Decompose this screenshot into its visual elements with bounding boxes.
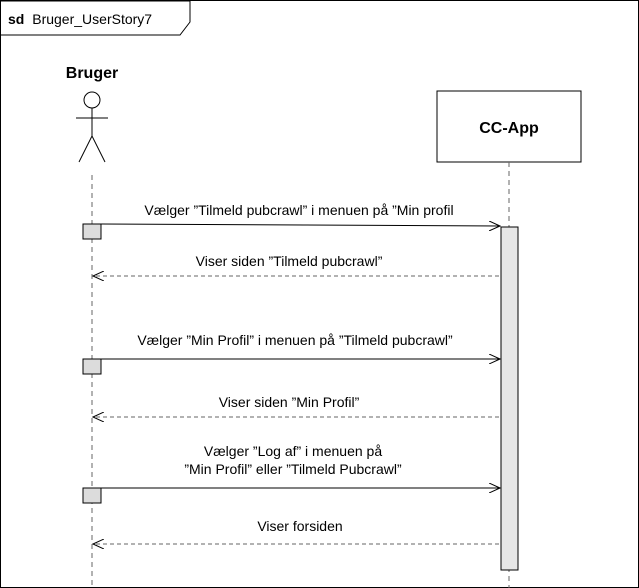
message-4: Viser siden ”Min Profil”	[93, 394, 499, 417]
actor-lifeline: Bruger	[66, 65, 118, 588]
actor-activation-1	[82, 223, 102, 240]
system-lifeline: CC-App	[436, 90, 582, 588]
actor-activation-3	[82, 487, 102, 504]
frame-name: Bruger_UserStory7	[32, 11, 152, 27]
message-label: Vælger ”Tilmeld pubcrawl” i menuen på ”M…	[144, 202, 453, 218]
message-label-line-2: ”Min Profil” eller ”Tilmeld Pubcrawl”	[184, 461, 402, 477]
message-3: Vælger ”Min Profil” i menuen på ”Tilmeld…	[101, 332, 500, 359]
message-label: Vælger ”Min Profil” i menuen på ”Tilmeld…	[137, 332, 453, 348]
frame-keyword: sd	[8, 11, 24, 27]
actor-label: Bruger	[66, 65, 118, 82]
message-6: Viser forsiden	[93, 518, 499, 544]
message-label: Viser forsiden	[257, 518, 342, 534]
message-label-line-1: Vælger ”Log af” i menuen på	[204, 443, 382, 459]
message-label: Viser siden ”Min Profil”	[219, 394, 360, 410]
system-activation-bar	[500, 226, 519, 571]
system-label: CC-App	[479, 120, 539, 137]
message-1: Vælger ”Tilmeld pubcrawl” i menuen på ”M…	[100, 202, 500, 226]
message-label: Viser siden ”Tilmeld pubcrawl”	[196, 253, 383, 269]
message-arrow	[100, 224, 500, 226]
message-5: Vælger ”Log af” i menuen på ”Min Profil”…	[101, 443, 500, 488]
frame-title-tab: sd Bruger_UserStory7	[1, 0, 191, 36]
svg-text:sd Bruger_UserStory7: sd Bruger_UserStory7	[8, 11, 152, 27]
stick-figure-icon	[76, 91, 108, 163]
actor-activation-2	[82, 358, 102, 375]
actor-activations	[82, 223, 102, 504]
message-2: Viser siden ”Tilmeld pubcrawl”	[93, 253, 499, 276]
